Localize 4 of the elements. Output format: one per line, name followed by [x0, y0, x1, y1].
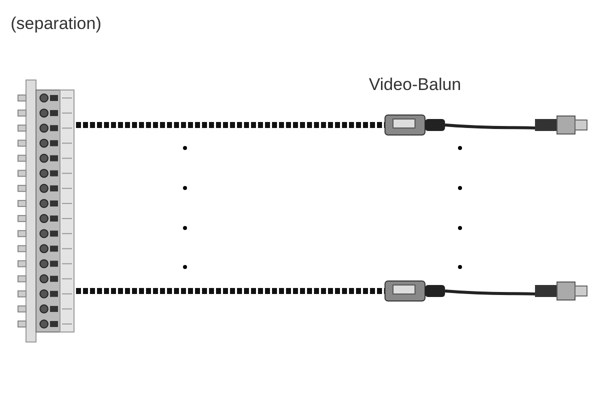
- caption-label: Video-Balun: [368, 75, 462, 95]
- twisted-pair-cable: [76, 288, 385, 294]
- caption-label: (separation): [10, 14, 102, 34]
- twisted-pair-cable: [76, 122, 385, 128]
